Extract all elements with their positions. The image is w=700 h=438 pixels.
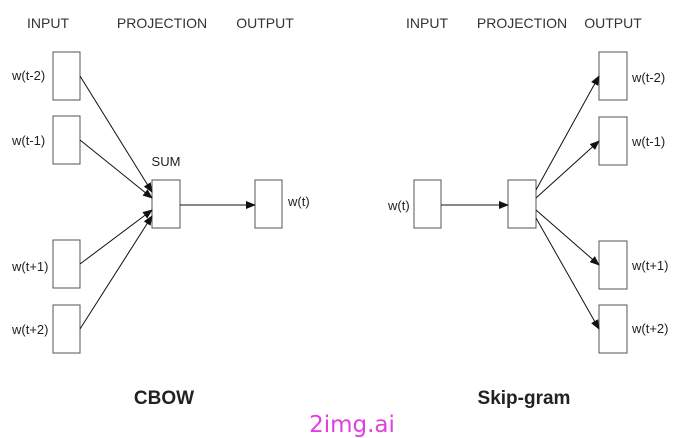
skipgram-output-label: w(t+2) — [631, 321, 668, 336]
cbow-input-box-t-1 — [52, 115, 81, 165]
cbow-input-label: w(t+2) — [11, 322, 48, 337]
skipgram-output-box-t-2 — [598, 51, 628, 101]
watermark-text: 2img.ai — [309, 412, 395, 438]
skipgram-output-box-t+2 — [598, 304, 628, 354]
cbow-projection-box — [151, 179, 181, 229]
cbow-model: INPUT PROJECTION OUTPUT w(t-2) w(t-1) w(… — [11, 15, 310, 409]
cbow-input-box-t-2 — [52, 51, 81, 101]
cbow-input-box-t+2 — [52, 304, 81, 354]
cbow-input-label: w(t-1) — [11, 133, 45, 148]
skipgram-title: Skip-gram — [478, 388, 571, 409]
cbow-input-box-t+1 — [52, 239, 81, 289]
skipgram-output-label: w(t-1) — [631, 134, 665, 149]
cbow-input-header: INPUT — [27, 15, 69, 31]
cbow-output-label: w(t) — [287, 194, 310, 209]
cbow-edge — [79, 215, 153, 330]
skipgram-edge — [535, 140, 600, 199]
cbow-input-label: w(t+1) — [11, 259, 48, 274]
cbow-output-box — [254, 179, 283, 229]
cbow-edge — [79, 139, 153, 199]
skipgram-projection-header: PROJECTION — [477, 15, 567, 31]
skipgram-input-header: INPUT — [406, 15, 448, 31]
skipgram-output-header: OUTPUT — [584, 15, 642, 31]
skipgram-edge — [535, 209, 600, 266]
cbow-edge — [79, 209, 153, 265]
cbow-output-header: OUTPUT — [236, 15, 294, 31]
skipgram-output-box-t+1 — [598, 240, 628, 290]
cbow-sum-label: SUM — [152, 154, 181, 169]
skipgram-output-label: w(t+1) — [631, 258, 668, 273]
skipgram-input-label: w(t) — [387, 198, 410, 213]
skipgram-input-box — [413, 179, 442, 229]
cbow-edge — [79, 75, 153, 193]
cbow-projection-header: PROJECTION — [117, 15, 207, 31]
skipgram-model: INPUT PROJECTION OUTPUT w(t) w(t-2) w(t-… — [387, 15, 668, 409]
cbow-input-label: w(t-2) — [11, 68, 45, 83]
skipgram-output-label: w(t-2) — [631, 70, 665, 85]
cbow-title: CBOW — [134, 388, 194, 409]
skipgram-projection-box — [507, 179, 537, 229]
skipgram-output-box-t-1 — [598, 116, 628, 166]
skipgram-edge — [535, 75, 600, 191]
skipgram-edge — [535, 217, 600, 330]
